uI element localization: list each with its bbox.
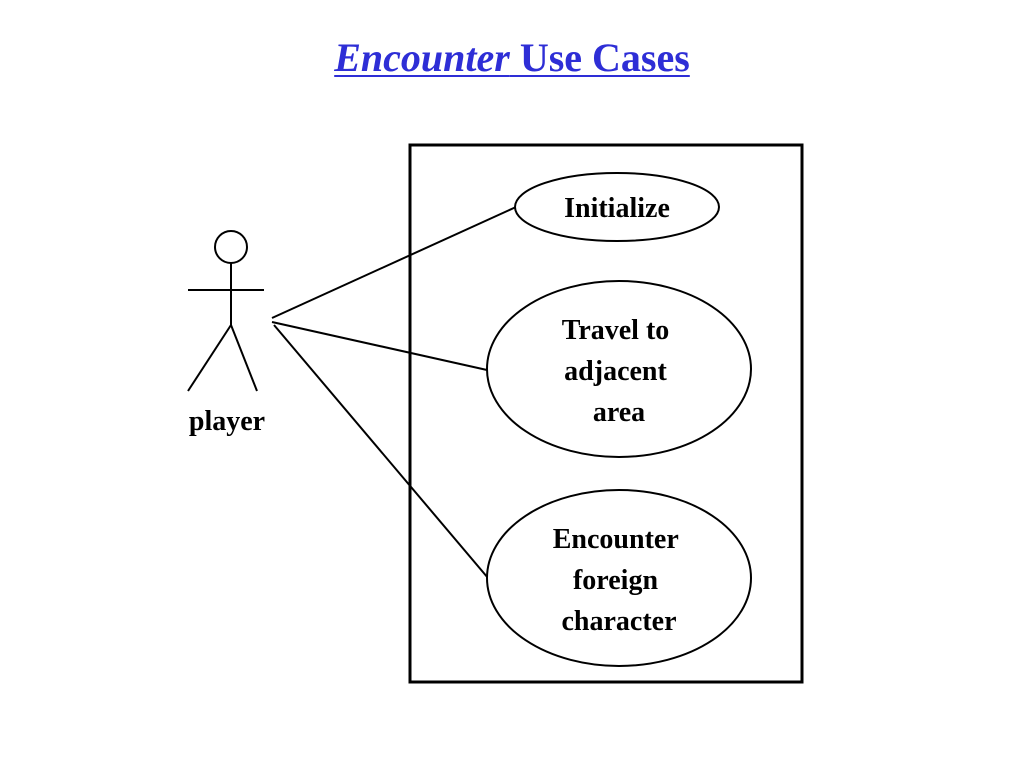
use-case-encounter <box>486 489 752 667</box>
actor-head <box>214 230 248 264</box>
use-case-travel-line-2: adjacent <box>564 356 667 387</box>
use-case-travel <box>486 280 752 458</box>
use-case-initialize <box>514 172 720 242</box>
use-case-encounter-line-2: foreign <box>573 565 658 596</box>
slide-title: Encounter Use Cases <box>0 34 1024 82</box>
actor-left-leg <box>187 324 232 392</box>
actor-player <box>187 230 264 392</box>
actor-label: player <box>189 406 265 437</box>
association-travel <box>271 321 488 371</box>
actor-right-leg <box>230 324 258 392</box>
use-case-travel-line-1: Travel to <box>562 315 670 346</box>
use-case-travel-line-3: area <box>593 397 645 428</box>
use-case-encounter-line-3: character <box>561 606 676 637</box>
use-case-travel-label: Travel to adjacent area <box>562 315 677 428</box>
title-rest: Use Cases <box>509 35 690 80</box>
use-case-initialize-label: Initialize <box>564 193 670 224</box>
use-case-encounter-line-1: Encounter <box>553 524 679 555</box>
use-case-encounter-label: Encounter foreign character <box>553 524 686 637</box>
system-boundary <box>408 143 804 684</box>
title-emphasis: Encounter <box>334 35 510 80</box>
use-case-initialize-line-1: Initialize <box>564 193 670 224</box>
association-initialize <box>271 206 517 319</box>
association-encounter <box>273 324 489 579</box>
